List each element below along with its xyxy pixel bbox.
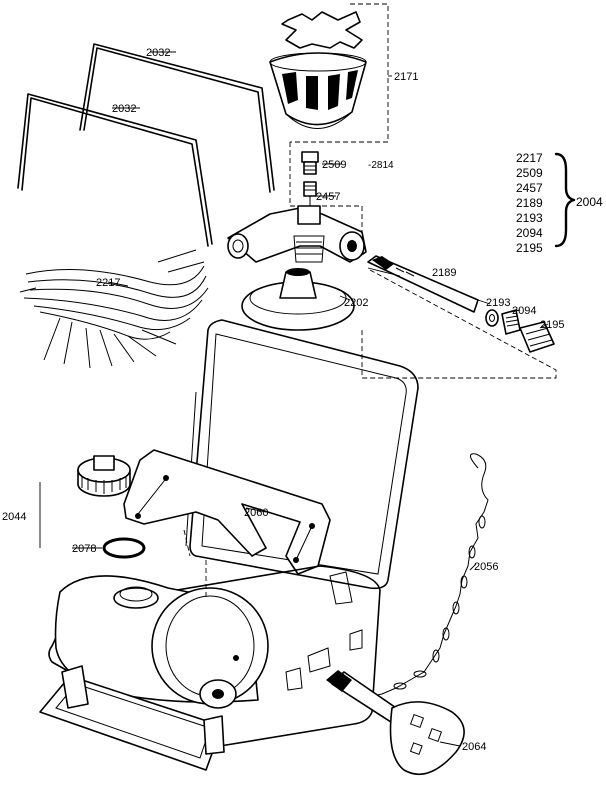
callout-2032: 2032 xyxy=(146,47,170,59)
group-member-label: 2195 xyxy=(516,241,543,255)
spanner-key-part xyxy=(326,670,465,776)
group-2004-label: 2004 xyxy=(576,195,603,209)
jet-pricker-part xyxy=(367,255,479,313)
callout-2217: 2217 xyxy=(96,277,120,289)
callout-2094: 2094 xyxy=(512,305,536,317)
jet-holder-part xyxy=(519,321,555,353)
callout-2509: 2509 xyxy=(322,159,346,171)
callout-2044: 2044 xyxy=(2,511,26,523)
callout-2193: 2193 xyxy=(486,297,510,309)
gasket-ring-part xyxy=(102,537,146,559)
burner-cup-part xyxy=(269,52,367,129)
wick-part xyxy=(19,249,209,369)
callout-2171: 2171 xyxy=(394,71,418,83)
filler-cap-part xyxy=(77,455,131,497)
callout-2457: 2457 xyxy=(316,191,340,203)
callout-2078: 2078 xyxy=(72,543,96,555)
tank-cradle-part xyxy=(39,665,225,771)
burner-crown-part xyxy=(281,11,363,49)
support-bracket-part xyxy=(123,449,331,575)
callout-2060: 2060 xyxy=(244,507,268,519)
valve-needle-part xyxy=(303,181,317,206)
group-member-label: 2189 xyxy=(516,196,543,210)
vaporizer-bowl-part xyxy=(241,268,355,331)
burner-body-part xyxy=(227,205,367,263)
group-2004-list: 2217 2509 2457 2189 2193 2094 2195 2004 xyxy=(516,151,603,255)
group-member-label: 2094 xyxy=(516,226,543,240)
washer-part xyxy=(485,309,499,327)
callout-2189: 2189 xyxy=(432,267,456,279)
case-base-part xyxy=(48,565,381,748)
callout-2032: 2032 xyxy=(112,103,136,115)
callout-2056: 2056 xyxy=(474,561,498,573)
group-member-label: 2509 xyxy=(516,166,543,180)
valve-nut-part xyxy=(301,151,319,175)
wire-handle-part xyxy=(79,43,275,193)
callout-2064: 2064 xyxy=(462,741,486,753)
chain-part xyxy=(363,453,489,699)
callout-2814: -2814 xyxy=(368,160,394,171)
group-member-label: 2217 xyxy=(516,151,543,165)
group-bracket-2004 xyxy=(554,152,576,248)
group-member-label: 2193 xyxy=(516,211,543,225)
group-member-label: 2457 xyxy=(516,181,543,195)
callout-2202: 2202 xyxy=(344,297,368,309)
callout-2195: 2195 xyxy=(540,319,564,331)
fuel-tank-part xyxy=(54,575,269,709)
wire-handle-part xyxy=(17,93,213,247)
